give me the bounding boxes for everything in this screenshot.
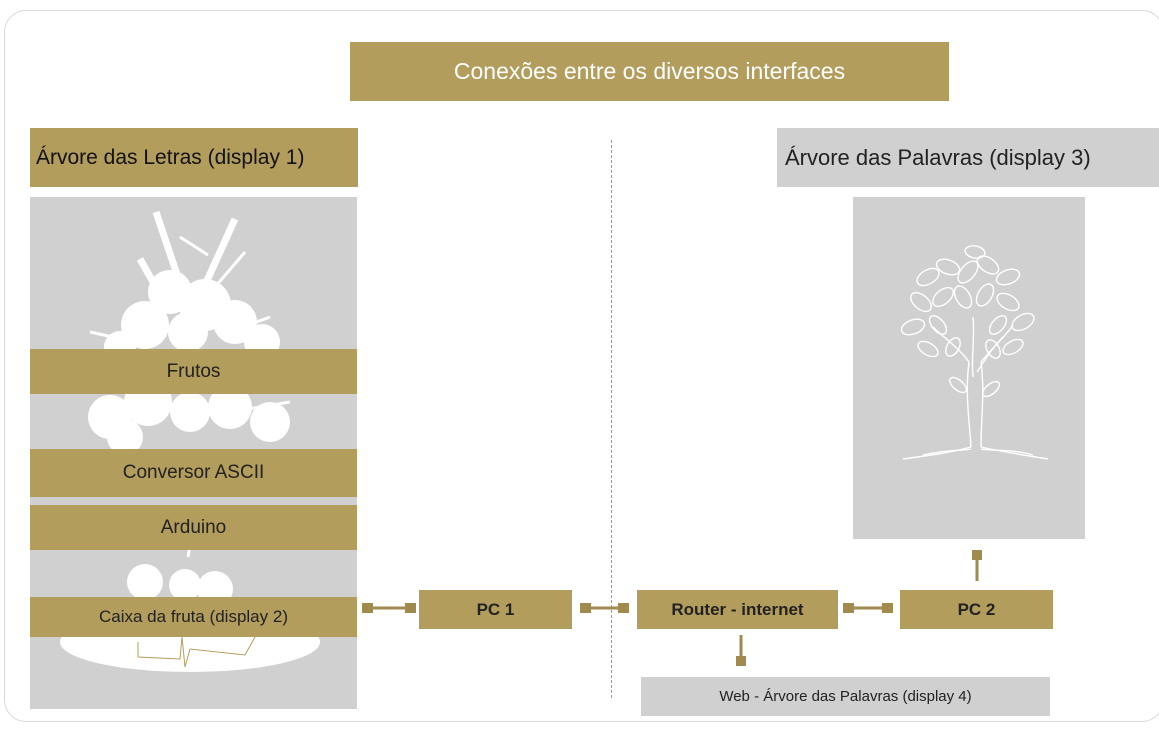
right-display-header: Árvore das Palavras (display 3) [777,128,1159,187]
pc1-node: PC 1 [419,590,572,629]
words-tree-illustration [900,245,1049,460]
arduino-band: Arduino [30,505,357,550]
pc2-node: PC 2 [900,590,1053,629]
words-tree-panel [853,197,1085,539]
diagram-title: Conexões entre os diversos interfaces [350,42,949,101]
section-divider [611,140,612,698]
router-internet-node: Router - internet [637,590,838,629]
web-display-node: Web - Árvore das Palavras (display 4) [641,677,1050,716]
left-display-header: Árvore das Letras (display 1) [30,128,358,187]
caixa-da-fruta-band: Caixa da fruta (display 2) [30,597,357,637]
frutos-band: Frutos [30,349,357,394]
conversor-ascii-band: Conversor ASCII [30,449,357,497]
